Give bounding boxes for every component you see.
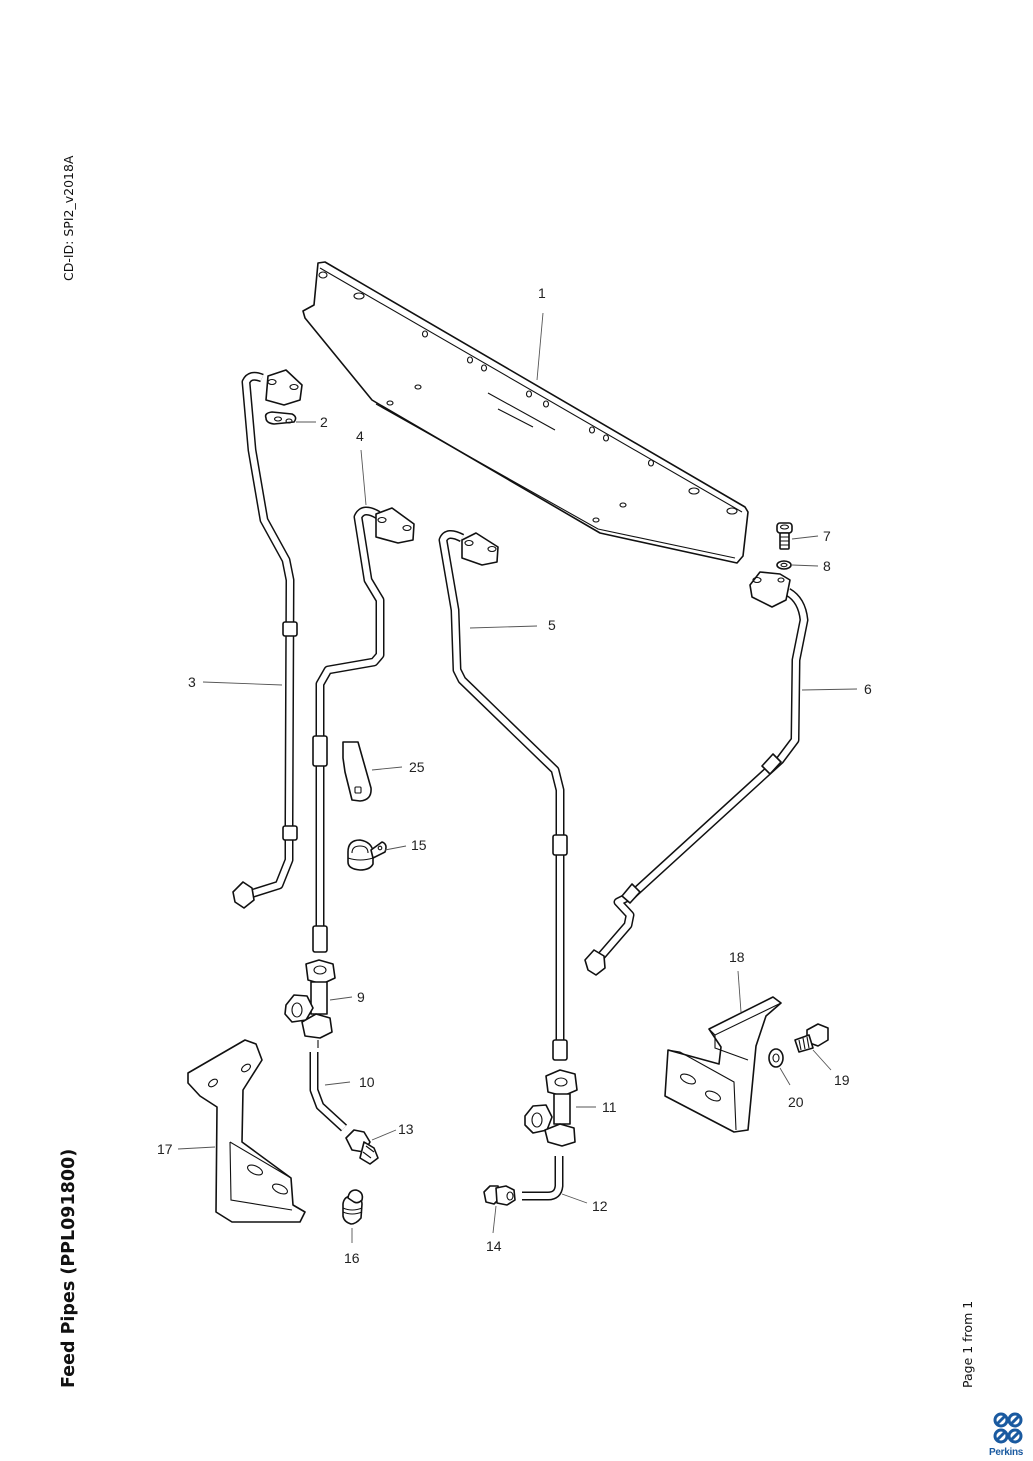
callout-5: 5 [548,617,556,633]
callout-9: 9 [357,989,365,1005]
callout-6: 6 [864,681,872,697]
part-4-feed-pipe[interactable] [312,506,415,953]
callout-20: 20 [788,1094,804,1110]
callout-18: 18 [729,949,745,965]
callout-14: 14 [486,1238,502,1254]
callout-labels: 1 2 3 4 5 6 7 8 9 10 11 12 13 14 15 16 1… [157,285,872,1266]
callout-2: 2 [320,414,328,430]
part-10-pipe[interactable] [309,1040,348,1132]
callout-15: 15 [411,837,427,853]
part-6-feed-pipe[interactable] [584,571,809,976]
part-25-clamp[interactable] [342,741,372,802]
perkins-logo-icon [993,1412,1023,1444]
callout-25: 25 [409,759,425,775]
part-5-feed-pipe[interactable] [438,530,568,1061]
part-15-clip[interactable] [347,839,387,871]
part-14-adaptor[interactable] [483,1185,516,1206]
part-3-feed-pipe[interactable] [232,369,303,909]
callout-7: 7 [823,528,831,544]
part-12-elbow-pipe[interactable] [522,1156,564,1201]
part-18-bracket[interactable] [664,996,782,1133]
leader-lines [177,312,858,1243]
part-7-screw[interactable] [776,522,793,550]
part-2-gasket[interactable] [264,411,297,425]
part-16-clip[interactable] [342,1189,364,1225]
part-20-washer[interactable] [768,1048,784,1068]
brand-name: Perkins [989,1447,1024,1458]
callout-3: 3 [188,674,196,690]
part-19-bolt[interactable] [794,1023,829,1053]
callout-11: 11 [602,1099,617,1115]
callout-17: 17 [157,1141,173,1157]
callout-8: 8 [823,558,831,574]
part-9-tee-connector[interactable] [284,959,336,1039]
part-1-mounting-plate[interactable] [302,261,749,564]
callout-13: 13 [398,1121,414,1137]
callout-12: 12 [592,1198,608,1214]
part-17-bracket[interactable] [187,1039,306,1223]
part-11-tee-connector[interactable] [524,1069,578,1147]
callout-4: 4 [356,428,364,444]
part-8-washer[interactable] [776,560,792,570]
part-13-adaptor[interactable] [345,1129,379,1165]
callout-16: 16 [344,1250,360,1266]
callout-1: 1 [538,285,546,301]
callout-10: 10 [359,1074,375,1090]
callout-19: 19 [834,1072,850,1088]
